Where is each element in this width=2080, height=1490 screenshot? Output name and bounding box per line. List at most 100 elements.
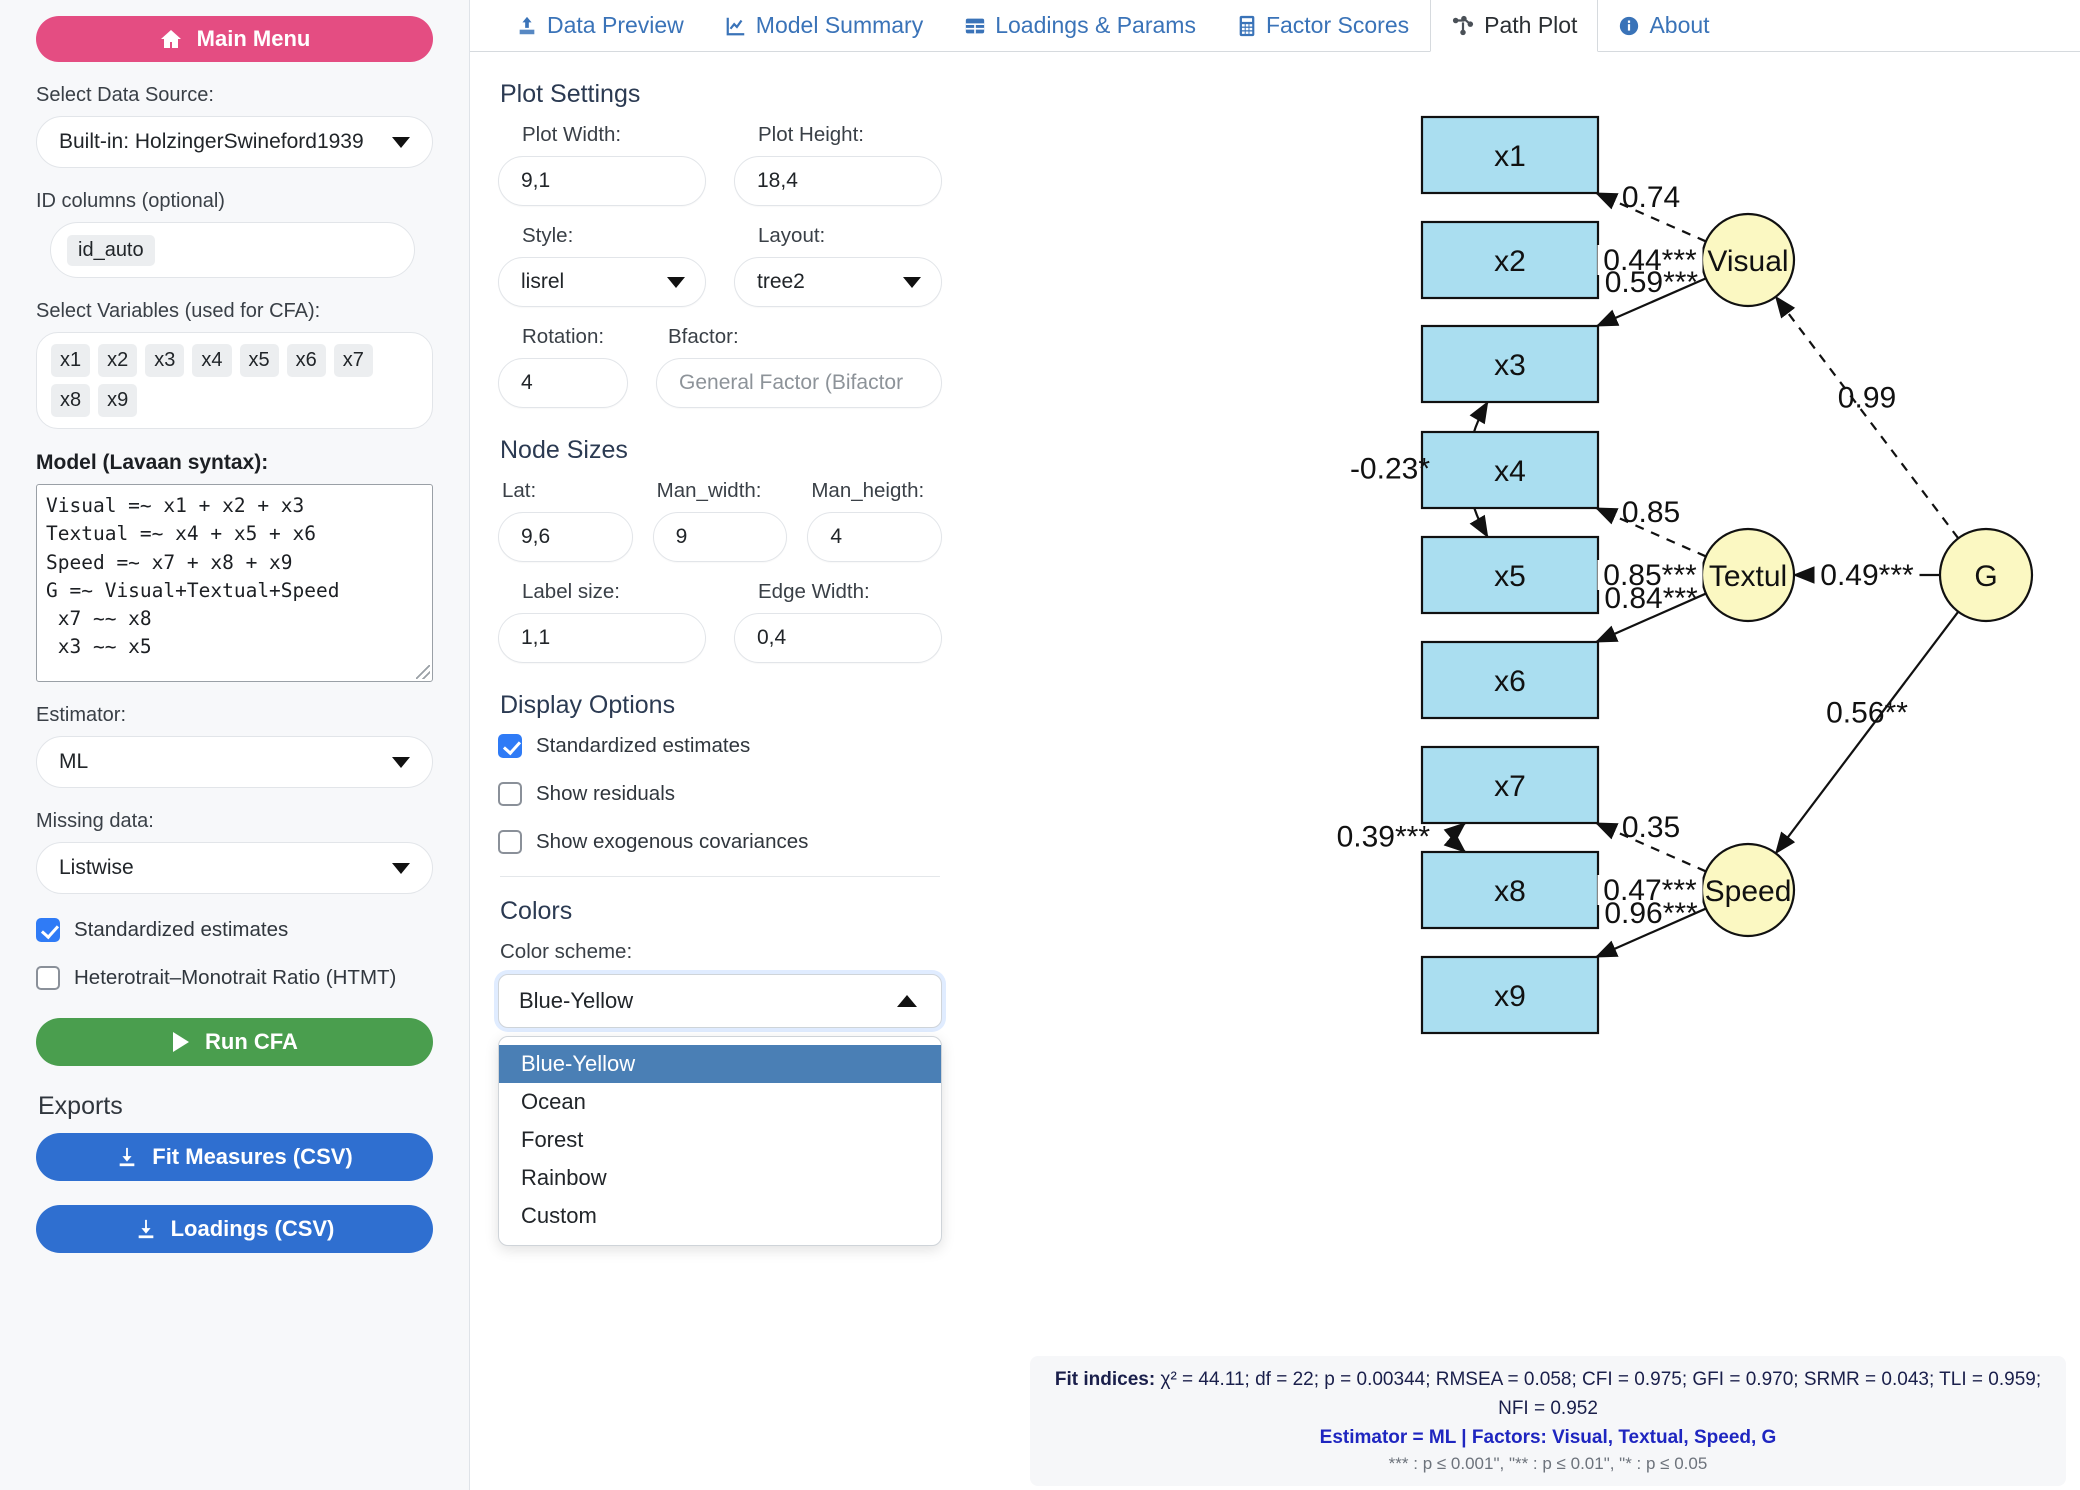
edge-width-input[interactable]: 0,4 [734,613,942,663]
manifest-node-label: x4 [1494,455,1526,488]
variable-tag[interactable]: x1 [51,344,91,377]
layout-select[interactable]: tree2 [734,257,942,307]
data-source-select[interactable]: Built-in: HolzingerSwineford1939 [36,116,433,168]
manifest-node[interactable] [1420,955,1600,1035]
style-label: Style: [522,224,574,247]
manifest-node[interactable] [1420,745,1600,825]
tab-factor-scores[interactable]: Factor Scores [1217,0,1430,51]
manifest-node-label: x5 [1494,560,1526,593]
htmt-row[interactable]: Heterotrait–Monotrait Ratio (HTMT) [36,966,433,990]
bfactor-input[interactable]: General Factor (Bifactor [656,358,942,408]
variable-tag[interactable]: x9 [98,384,138,417]
latent-node[interactable] [1938,527,2034,623]
main-menu-label: Main Menu [196,26,311,51]
variable-tag[interactable]: x3 [145,344,185,377]
chevron-down-icon [667,276,685,288]
manifest-node[interactable] [1420,220,1600,300]
lat-label: Lat: [502,479,537,502]
opt-standardized-row[interactable]: Standardized estimates [498,734,942,758]
estimator-select[interactable]: ML [36,736,433,788]
tab-about[interactable]: About [1598,0,1730,51]
variable-tag[interactable]: x7 [333,344,373,377]
rotation-input[interactable]: 4 [498,358,628,408]
plot-height-input[interactable]: 18,4 [734,156,942,206]
tab-path-plot[interactable]: Path Plot [1430,0,1599,52]
layout-value: tree2 [757,270,805,293]
manifest-node[interactable] [1420,640,1600,720]
tab-model-summary[interactable]: Model Summary [705,0,944,51]
tab-label: Factor Scores [1265,12,1410,38]
layout-label: Layout: [758,224,826,247]
style-select[interactable]: lisrel [498,257,706,307]
variable-tag[interactable]: x6 [286,344,326,377]
missing-data-select[interactable]: Listwise [36,842,433,894]
download-icon [116,1146,138,1168]
standardized-estimates-label: Standardized estimates [74,918,289,941]
color-scheme-select[interactable]: Blue-Yellow [498,974,942,1028]
variable-tag[interactable]: x2 [98,344,138,377]
main-menu-button[interactable]: Main Menu [36,16,433,62]
export-loadings-button[interactable]: Loadings (CSV) [36,1205,433,1253]
opt-residuals-row[interactable]: Show residuals [498,782,942,806]
color-scheme-option-rainbow[interactable]: Rainbow [521,1165,607,1190]
id-columns-input[interactable]: id_auto [50,222,416,278]
opt-residuals-checkbox[interactable] [498,782,522,806]
manifest-node[interactable] [1420,430,1600,510]
chevron-up-icon [897,995,917,1007]
edge-label: 0.99 [1838,382,1896,415]
manifest-node[interactable] [1420,115,1600,195]
data-source-label: Select Data Source: [36,84,214,106]
standardized-estimates-checkbox[interactable] [36,918,60,942]
man-width-input[interactable]: 9 [652,512,788,562]
tab-bar: Data Preview Model Summary Loadings & Pa… [470,0,2080,52]
edge-label: 0.84*** [1604,582,1698,615]
opt-exogenous-checkbox[interactable] [498,830,522,854]
color-scheme-option-custom[interactable]: Custom [521,1203,597,1228]
variable-tag[interactable]: x4 [192,344,232,377]
upload-icon [516,15,538,37]
variable-tag[interactable]: x8 [51,384,91,417]
missing-data-label: Missing data: [36,810,154,832]
lat-input[interactable]: 9,6 [498,512,633,562]
manifest-node-label: x2 [1494,245,1526,278]
edge-label: 0.85*** [1603,559,1697,592]
manifest-node[interactable] [1420,324,1600,404]
opt-exogenous-row[interactable]: Show exogenous covariances [498,830,942,854]
fit-indices-box: Fit indices: χ² = 44.11; df = 22; p = 0.… [1030,1356,2066,1486]
edge-label: 0.44*** [1603,244,1697,277]
standardized-estimates-row[interactable]: Standardized estimates [36,918,433,942]
color-scheme-option-forest[interactable]: Forest [521,1127,584,1152]
opt-standardized-checkbox[interactable] [498,734,522,758]
manifest-node-label: x8 [1494,875,1526,908]
model-syntax-textarea[interactable]: Visual =~ x1 + x2 + x3 Textual =~ x4 + x… [36,484,433,682]
display-options-title: Display Options [500,691,676,719]
tab-loadings-params[interactable]: Loadings & Params [944,0,1217,51]
missing-data-value: Listwise [59,856,134,879]
variables-input[interactable]: x1 x2 x3 x4 x5 x6 x7 x8 x9 [36,332,433,429]
variable-tag[interactable]: x5 [239,344,279,377]
sidebar: Main Menu Select Data Source: Built-in: … [0,0,470,1490]
home-icon [159,27,183,51]
chevron-down-icon [392,756,410,768]
edge [1774,611,1960,855]
color-scheme-option-ocean[interactable]: Ocean [521,1089,586,1114]
edge-label: 0.47*** [1603,874,1697,907]
fit-indices-values: χ² = 44.11; df = 22; p = 0.00344; RMSEA … [1155,1369,2042,1419]
tab-data-preview[interactable]: Data Preview [496,0,705,51]
manifest-node[interactable] [1420,850,1600,930]
id-columns-label: ID columns (optional) [36,190,225,212]
rotation-label: Rotation: [522,325,605,348]
edge-label: 0.49*** [1820,559,1914,592]
color-scheme-option-blue-yellow[interactable]: Blue-Yellow [499,1045,941,1083]
colors-title: Colors [500,897,573,925]
data-source-value: Built-in: HolzingerSwineford1939 [59,130,364,153]
htmt-checkbox[interactable] [36,966,60,990]
manifest-node[interactable] [1420,535,1600,615]
man-height-input[interactable]: 4 [807,512,943,562]
label-size-input[interactable]: 1,1 [498,613,706,663]
run-cfa-button[interactable]: Run CFA [36,1018,433,1066]
plot-settings-panel: Plot Settings Plot Width: 9,1 Plot Heigh… [470,52,970,1490]
export-fit-measures-button[interactable]: Fit Measures (CSV) [36,1133,433,1181]
plot-width-input[interactable]: 9,1 [498,156,706,206]
